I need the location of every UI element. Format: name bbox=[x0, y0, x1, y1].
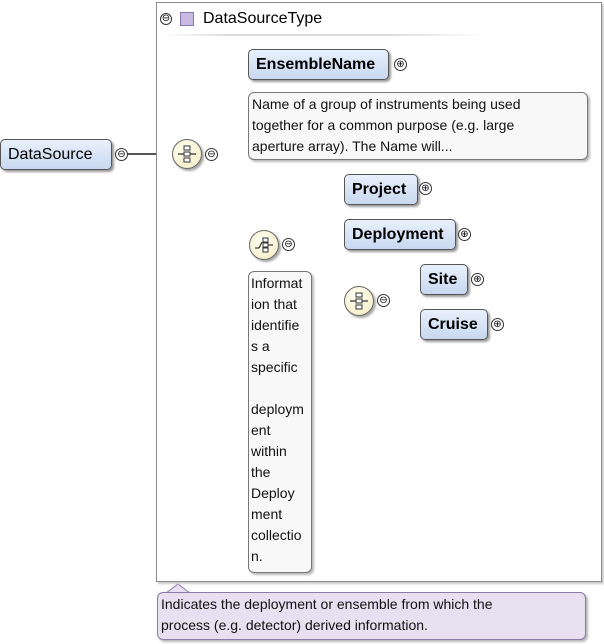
element-label: Cruise bbox=[428, 315, 478, 333]
element-label: Project bbox=[352, 180, 407, 198]
ensemblename-annotation: Name of a group of instruments being use… bbox=[248, 92, 588, 160]
annotation-line: collectio bbox=[251, 527, 302, 543]
annotation-line: s a bbox=[251, 338, 270, 354]
choice-icon bbox=[255, 237, 273, 253]
type-annotation-pointer bbox=[165, 583, 191, 594]
element-site[interactable]: Site bbox=[420, 264, 468, 295]
expand-icon[interactable]: ⊕ bbox=[394, 58, 407, 71]
collapse-icon[interactable]: ⊖ bbox=[282, 238, 295, 251]
choice-compositor[interactable] bbox=[249, 230, 279, 260]
annotation-line: ment bbox=[251, 506, 283, 522]
annotation-line: together for a common purpose (e.g. larg… bbox=[252, 117, 515, 133]
annotation-line bbox=[251, 378, 309, 399]
collapse-icon[interactable]: ⊖ bbox=[115, 148, 128, 161]
element-label: EnsembleName bbox=[256, 55, 376, 73]
expand-icon[interactable]: ⊕ bbox=[471, 273, 484, 286]
annotation-line: ent bbox=[251, 422, 271, 438]
nested-sequence-compositor[interactable] bbox=[344, 286, 374, 316]
annotation-line: specific bbox=[251, 359, 298, 375]
annotation-line: identifie bbox=[251, 317, 300, 333]
annotation-line: n. bbox=[251, 548, 263, 564]
complex-type-annotation: Indicates the deployment or ensemble fro… bbox=[157, 592, 586, 640]
element-deployment[interactable]: Deployment bbox=[344, 219, 456, 250]
annotation-line: ion that bbox=[251, 296, 297, 312]
sequence-icon bbox=[350, 292, 368, 310]
annotation-line: Informat bbox=[251, 275, 303, 291]
element-label: Site bbox=[428, 270, 458, 288]
sequence-icon bbox=[178, 145, 196, 163]
choice-annotation: Informat ion that identifie s a specific depl… bbox=[248, 271, 312, 573]
collapse-icon[interactable]: ⊖ bbox=[377, 294, 390, 307]
annotation-line: process (e.g. detector) derived informat… bbox=[161, 617, 428, 633]
annotation-line: the bbox=[251, 464, 271, 480]
collapse-icon[interactable]: ⊖ bbox=[205, 148, 218, 161]
element-label: Deployment bbox=[352, 225, 444, 243]
annotation-line: within bbox=[251, 443, 287, 459]
annotation-line: Indicates the deployment or ensemble fro… bbox=[161, 596, 493, 612]
complex-type-title: DataSourceType bbox=[203, 10, 323, 27]
header-divider bbox=[162, 34, 487, 36]
element-project[interactable]: Project bbox=[344, 174, 418, 205]
annotation-line: aperture array). The Name will... bbox=[252, 138, 453, 154]
collapse-icon[interactable]: ⊖ bbox=[160, 13, 172, 25]
complex-type-icon bbox=[180, 12, 194, 26]
annotation-line: Name of a group of instruments being use… bbox=[252, 96, 521, 112]
element-cruise[interactable]: Cruise bbox=[420, 309, 488, 340]
sequence-compositor[interactable] bbox=[172, 139, 202, 169]
annotation-line: deploym bbox=[251, 401, 304, 417]
complex-type-frame bbox=[156, 2, 602, 582]
element-ensemblename[interactable]: EnsembleName bbox=[248, 49, 389, 80]
element-datasource[interactable]: DataSource bbox=[0, 139, 112, 170]
annotation-line: Deploy bbox=[251, 485, 295, 501]
expand-icon[interactable]: ⊕ bbox=[419, 182, 432, 195]
expand-icon[interactable]: ⊕ bbox=[491, 318, 504, 331]
element-label: DataSource bbox=[8, 145, 93, 163]
complex-type-header: ⊖ DataSourceType bbox=[160, 8, 490, 30]
expand-icon[interactable]: ⊕ bbox=[458, 228, 471, 241]
